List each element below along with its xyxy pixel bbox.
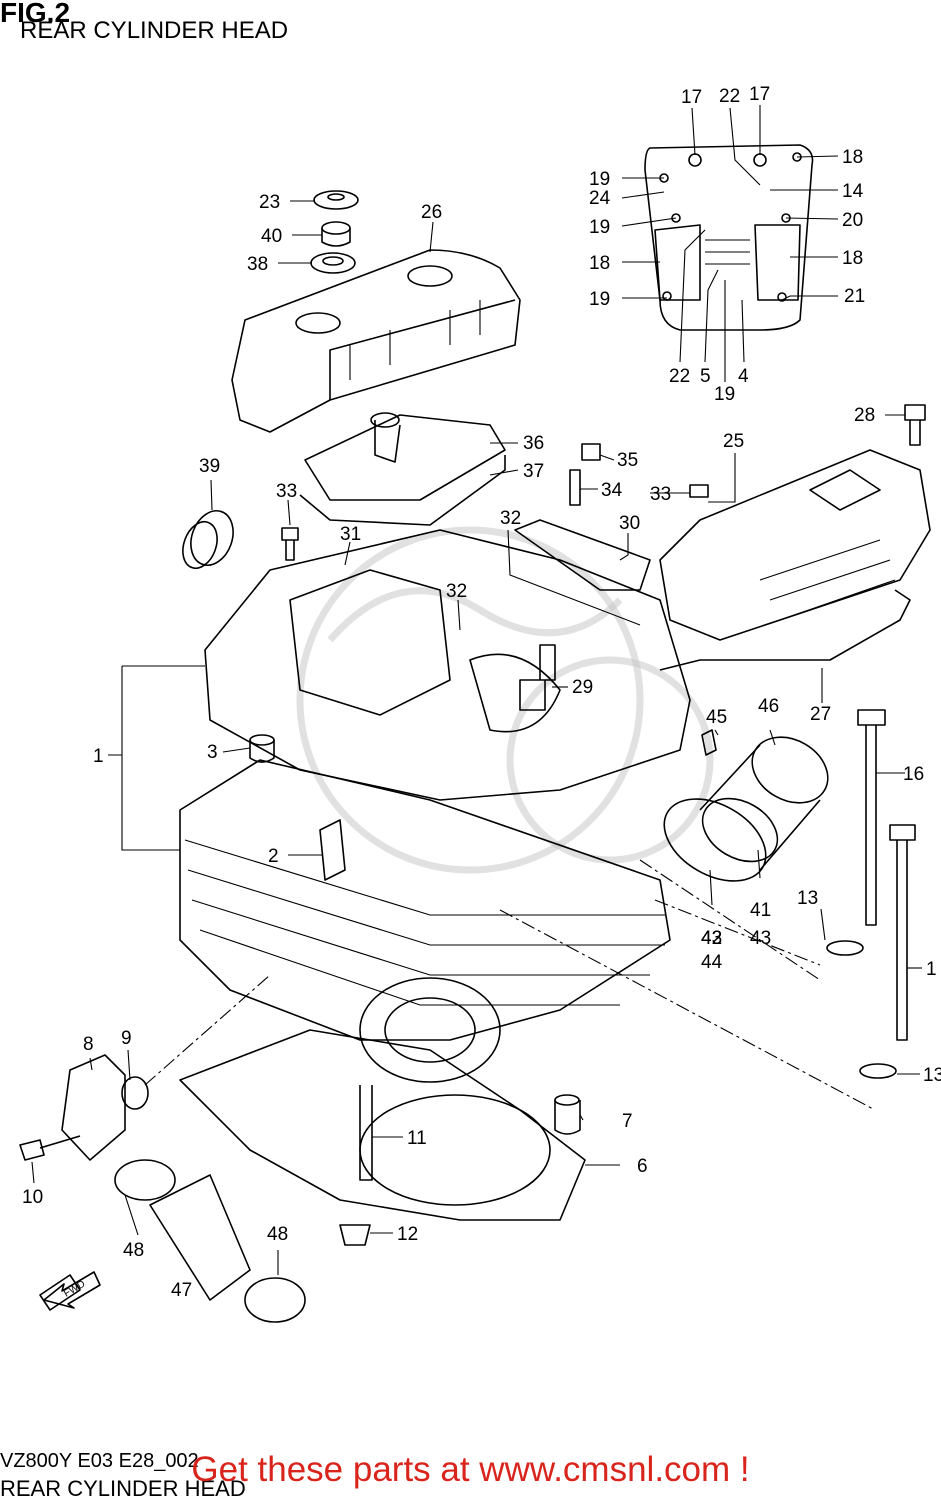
callout-24: 24 [589, 188, 611, 209]
alignment-lines [144, 859, 876, 1111]
callout-21: 21 [844, 286, 865, 307]
promo-link[interactable]: Get these parts at www.cmsnl.com ! [191, 1450, 750, 1489]
callout-36: 36 [523, 433, 544, 454]
dowel-pin [249, 734, 275, 763]
callout-30: 30 [619, 513, 640, 534]
callout-25: 25 [723, 431, 744, 452]
callout-32-a: 32 [500, 508, 521, 529]
callout-4: 4 [738, 366, 749, 387]
callout-29: 29 [572, 677, 593, 698]
callout-38: 38 [247, 254, 268, 275]
callout-26: 26 [421, 202, 442, 223]
callout-19-c: 19 [589, 289, 610, 310]
long-bolts [826, 709, 916, 1079]
water-hose-assembly [19, 1054, 306, 1323]
callout-5: 5 [700, 366, 711, 387]
callout-18-left: 18 [589, 253, 610, 274]
callout-45: 45 [706, 707, 727, 728]
callout-19-d: 19 [714, 384, 735, 405]
rear-cover [514, 449, 931, 671]
callout-43-b: 43 [701, 928, 722, 949]
callout-37: 37 [523, 461, 544, 482]
callout-48-left: 48 [123, 1240, 144, 1261]
small-bolts [281, 404, 926, 711]
callout-12: 12 [397, 1224, 418, 1245]
cylinder-gasket [179, 1029, 586, 1246]
washer-stack [310, 190, 359, 274]
callout-42: 42 [701, 928, 722, 949]
callout-2: 2 [268, 846, 279, 867]
callout-22-top: 22 [719, 86, 740, 107]
callout-43-a: 43 [750, 928, 771, 949]
callout-13-lower: 13 [923, 1065, 941, 1086]
seal-ring [182, 510, 234, 570]
forward-label: FWD [62, 1279, 87, 1300]
callout-44: 44 [701, 952, 723, 973]
callout-8: 8 [83, 1034, 94, 1055]
callout-22-bottom: 22 [669, 366, 690, 387]
callout-17-right: 17 [749, 84, 770, 105]
callout-20: 20 [842, 210, 863, 231]
callout-23: 23 [259, 192, 280, 213]
callout-41: 41 [750, 900, 771, 921]
callout-10: 10 [22, 1187, 43, 1208]
figure-number: FIG.2 [0, 0, 70, 28]
callout-48-right: 48 [267, 1224, 288, 1245]
watermark-logo [296, 526, 714, 874]
callout-33-b: 33 [650, 484, 671, 505]
callout-39: 39 [199, 456, 220, 477]
callout-19-b: 19 [589, 217, 610, 238]
cylinder-head-body [179, 529, 691, 1083]
intake-pipe [663, 729, 829, 882]
callout-16: 16 [903, 764, 924, 785]
footer-title: REAR CYLINDER HEAD [0, 1476, 246, 1500]
callout-11: 11 [407, 1128, 427, 1149]
callout-27: 27 [810, 704, 831, 725]
callout-34: 34 [601, 480, 623, 501]
callout-14: 14 [842, 181, 864, 202]
callout-labels: 1 2 3 4 5 6 7 8 9 10 11 12 13 13 14 1 16… [22, 84, 941, 1301]
diagram-title: REAR CYLINDER HEAD [20, 17, 288, 44]
callout-32-b: 32 [446, 581, 467, 602]
callout-3: 3 [207, 742, 218, 763]
callout-35: 35 [617, 450, 638, 471]
callout-13-upper: 13 [797, 888, 818, 909]
callout-9: 9 [121, 1028, 132, 1049]
callout-40: 40 [261, 226, 282, 247]
leader-lines [31, 105, 922, 1275]
callout-17-left: 17 [681, 87, 702, 108]
callout-1: 1 [93, 746, 104, 767]
callout-6: 6 [637, 1156, 648, 1177]
callout-47: 47 [171, 1280, 192, 1301]
breather-cover [299, 412, 506, 526]
head-cover-cap [231, 249, 521, 433]
callout-19-a: 19 [589, 169, 610, 190]
callout-18-right: 18 [842, 248, 863, 269]
callout-15: 1 [926, 959, 937, 980]
callout-18-top: 18 [842, 147, 863, 168]
callout-31: 31 [340, 524, 361, 545]
callout-7: 7 [622, 1111, 633, 1132]
callout-46: 46 [758, 696, 779, 717]
valve-cover-plate [644, 144, 814, 331]
callout-28: 28 [854, 405, 875, 426]
callout-33-a: 33 [276, 481, 297, 502]
diagram-code: VZ800Y E03 E28_002 [0, 1450, 199, 1472]
